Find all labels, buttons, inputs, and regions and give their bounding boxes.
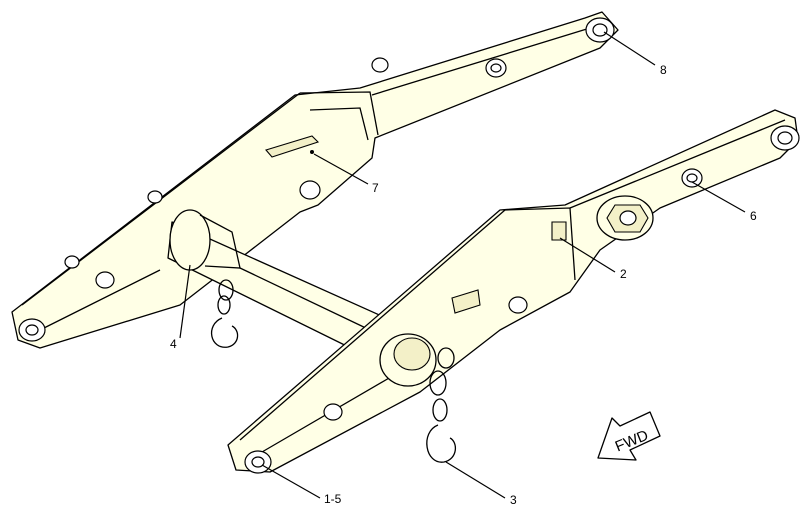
left-lift-arm <box>11 11 619 349</box>
chain-hook-right <box>426 347 456 463</box>
arrow-left-icon <box>597 411 661 461</box>
forward-direction-arrow: FWD <box>597 411 661 461</box>
callout-4: 4 <box>170 337 177 351</box>
slot-block <box>451 289 481 314</box>
wear-pad <box>265 135 320 158</box>
left-arm-mid-bore <box>299 180 321 200</box>
clip-2 <box>551 221 567 241</box>
grease-fitting-icon <box>310 150 314 154</box>
callout-8: 8 <box>660 63 667 77</box>
cross-tube-end <box>169 209 211 271</box>
chain-hook-left <box>211 279 239 348</box>
callout-7: 7 <box>372 181 379 195</box>
callout-1-5: 1-5 <box>324 492 342 506</box>
callout-3: 3 <box>510 493 517 507</box>
leader-lines <box>179 31 746 499</box>
right-arm-lower-bore <box>323 403 343 421</box>
callout-6: 6 <box>750 209 757 223</box>
left-arm-lower-bore <box>95 271 115 289</box>
callout-2: 2 <box>620 267 627 281</box>
right-arm-mid-bore <box>508 296 528 314</box>
right-lift-arm <box>227 109 800 474</box>
